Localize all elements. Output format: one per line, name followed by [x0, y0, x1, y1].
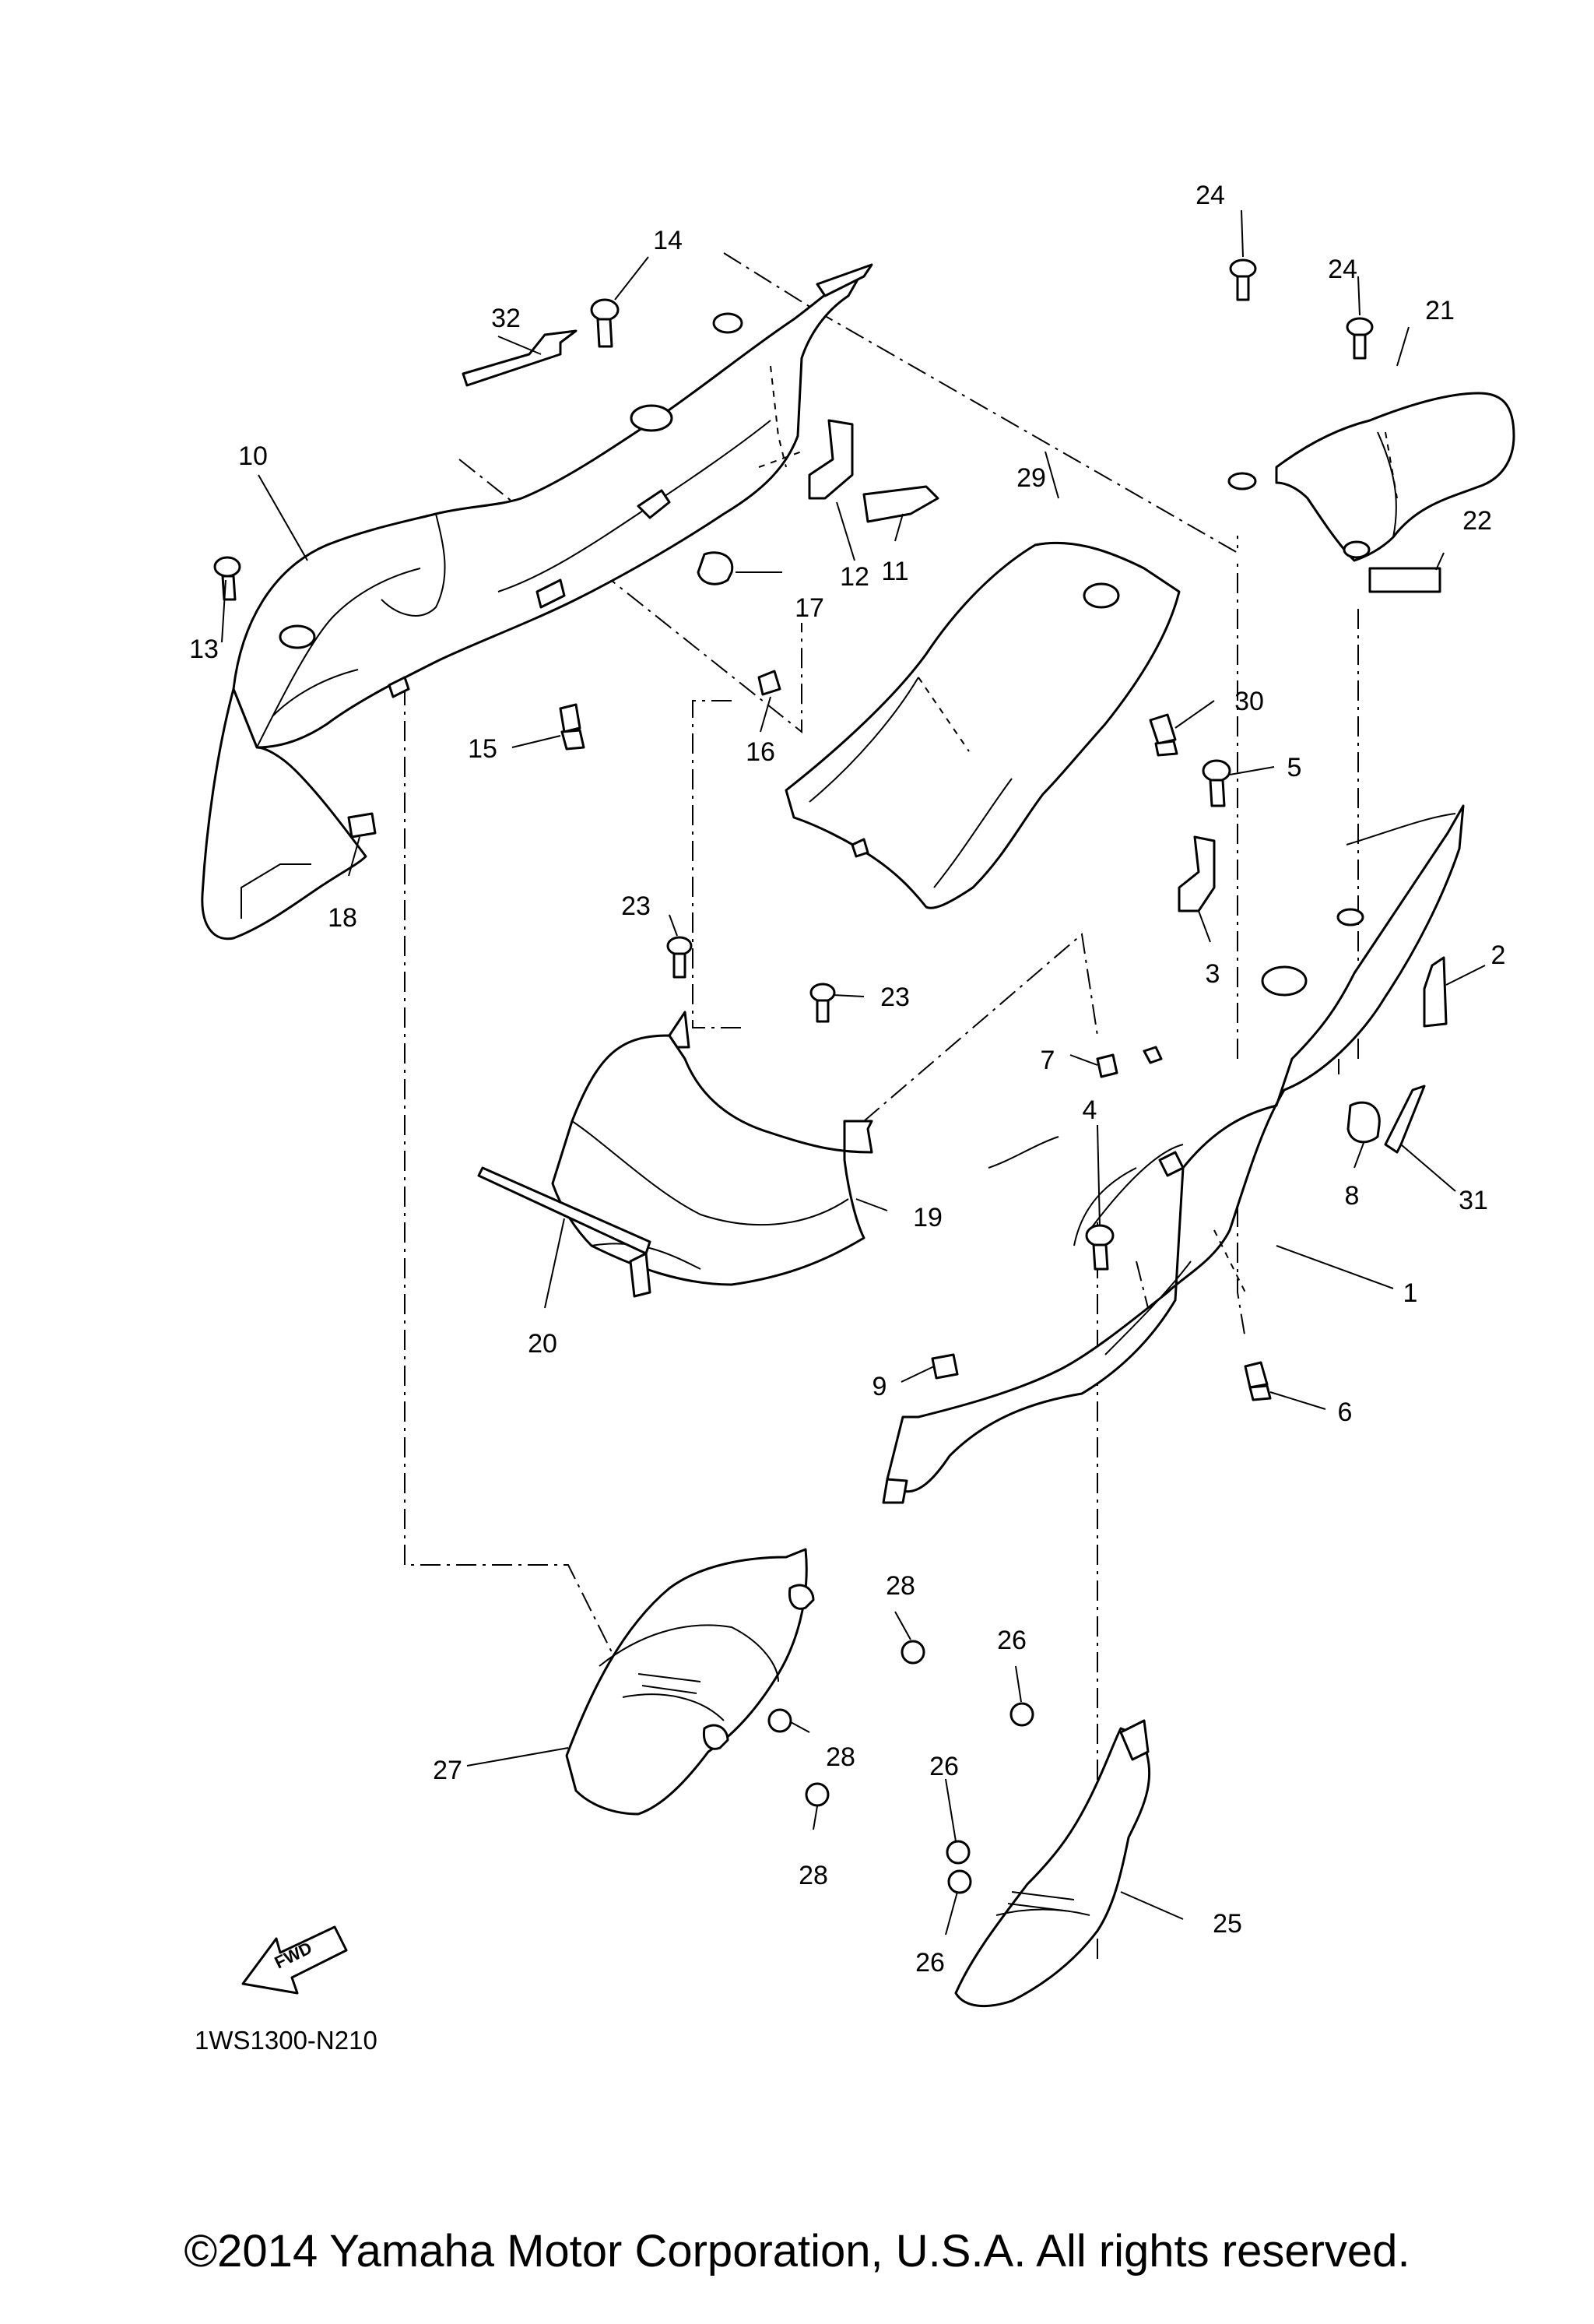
part-3-pad	[1178, 835, 1216, 912]
part-19-cowl	[551, 1011, 873, 1286]
part-8-grommet	[1346, 1101, 1381, 1144]
callout-30: 30	[1234, 687, 1264, 716]
callout-18: 18	[328, 903, 357, 933]
part-27-cover	[565, 1548, 815, 1816]
callout-16: 16	[746, 737, 775, 767]
part-29-panel	[785, 541, 1181, 909]
callout-26a: 26	[997, 1626, 1027, 1655]
callout-28b: 28	[826, 1742, 855, 1772]
callout-21: 21	[1425, 296, 1455, 325]
callout-3: 3	[1206, 959, 1220, 989]
part-4-bolt	[1085, 1224, 1115, 1271]
callout-22: 22	[1462, 506, 1492, 536]
callout-5: 5	[1287, 753, 1302, 782]
part-25-cover	[954, 1719, 1151, 2008]
callout-28c: 28	[799, 1861, 828, 1890]
part-23-screw-a	[666, 936, 693, 979]
part-11-pad	[862, 485, 939, 523]
callout-9: 9	[872, 1372, 887, 1401]
part-31-emblem	[1384, 1085, 1426, 1154]
part-14-bolt	[590, 298, 620, 348]
part-18-nut	[347, 812, 377, 839]
callout-4: 4	[1083, 1095, 1097, 1125]
callout-29: 29	[1016, 463, 1046, 493]
callout-6: 6	[1338, 1398, 1353, 1427]
callout-7: 7	[1041, 1046, 1055, 1075]
callout-20: 20	[528, 1329, 557, 1359]
part-7-nut	[1096, 1053, 1118, 1078]
part-30-clip	[1149, 713, 1178, 757]
callout-17: 17	[795, 593, 824, 623]
callout-12: 12	[840, 562, 869, 592]
callout-24a: 24	[1196, 181, 1225, 210]
part-17-grommet	[697, 551, 734, 585]
leader-lines	[221, 209, 1486, 1935]
callout-13: 13	[189, 635, 219, 664]
part-6-clip	[1244, 1361, 1272, 1401]
callout-28a: 28	[886, 1571, 915, 1601]
part-32-emblem	[462, 329, 578, 387]
part-21-tail-cap	[1227, 392, 1515, 562]
callout-2: 2	[1491, 940, 1506, 970]
part-1-side-cover	[882, 804, 1465, 1504]
callout-10: 10	[238, 441, 268, 471]
callout-23b: 23	[880, 983, 910, 1012]
part-28-washers	[767, 1640, 925, 1807]
part-13-bolt	[213, 556, 241, 601]
callout-24b: 24	[1328, 255, 1357, 284]
part-15-clip	[559, 703, 585, 751]
part-10-side-cover	[201, 263, 974, 940]
callout-32: 32	[491, 304, 521, 333]
part-24-screw-a	[1229, 258, 1257, 301]
part-12-pad	[808, 419, 854, 500]
callout-23a: 23	[621, 891, 651, 921]
callout-31: 31	[1459, 1186, 1488, 1215]
diagram-code: 1WS1300-N210	[195, 2026, 377, 2055]
callout-labels: 1 2 3 4 5 6 7 8 9 10 11 12 13 14 15 16 1…	[189, 181, 1505, 1978]
part-24-screw-b	[1346, 317, 1374, 360]
part-20-strip-end	[629, 1252, 651, 1298]
part-26-washers	[946, 1702, 1034, 1894]
fwd-arrow-icon: FWD	[241, 1925, 348, 1995]
callout-8: 8	[1345, 1181, 1360, 1211]
part-22-pad	[1368, 567, 1441, 593]
callout-14: 14	[653, 226, 683, 255]
callout-15: 15	[468, 734, 497, 764]
callout-1: 1	[1403, 1278, 1418, 1308]
part-23-screw-b	[809, 983, 836, 1023]
callout-26b: 26	[929, 1752, 959, 1781]
callout-19: 19	[913, 1203, 943, 1232]
callout-27: 27	[433, 1756, 462, 1785]
callout-25: 25	[1213, 1909, 1242, 1939]
callout-26c: 26	[915, 1948, 945, 1978]
part-9-nut	[931, 1353, 959, 1380]
copyright-notice: ©2014 Yamaha Motor Corporation, U.S.A. A…	[184, 2226, 1410, 2277]
callout-11: 11	[881, 557, 908, 586]
part-16-nut	[757, 670, 781, 696]
part-2-pad	[1423, 956, 1448, 1028]
part-20-strip	[477, 1166, 651, 1255]
part-5-bolt	[1202, 759, 1231, 807]
